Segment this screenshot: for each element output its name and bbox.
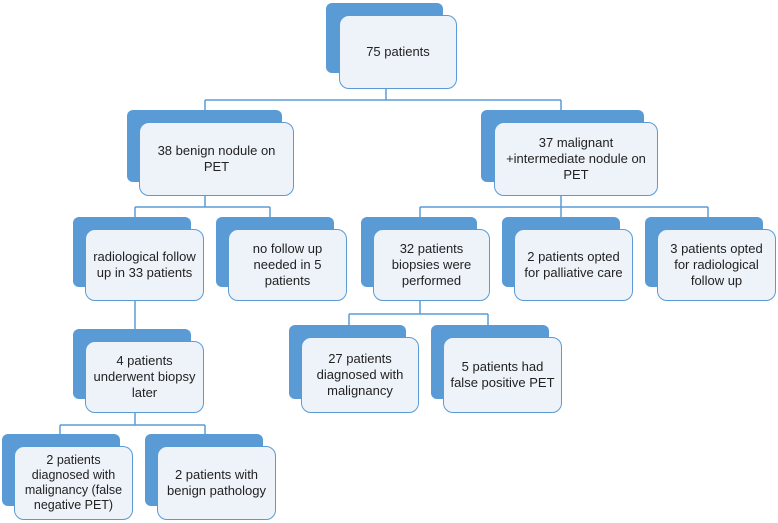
connector-malignant bbox=[419, 196, 709, 217]
node-malignant-label: 37 malignant +intermediate nodule on PET bbox=[494, 122, 658, 196]
node-benign-pathology-label: 2 patients with benign pathology bbox=[157, 446, 276, 520]
node-malignant: 37 malignant +intermediate nodule on PET bbox=[481, 110, 658, 196]
node-false-negative-label: 2 patients diagnosed with malignancy (fa… bbox=[14, 446, 133, 520]
node-false-positive: 5 patients had false positive PET bbox=[431, 325, 562, 413]
node-biopsy-later-label: 4 patients underwent biopsy later bbox=[85, 341, 204, 413]
node-radiological-follow-up: radiological follow up in 33 patients bbox=[73, 217, 204, 301]
node-benign-label: 38 benign nodule on PET bbox=[139, 122, 294, 196]
node-benign: 38 benign nodule on PET bbox=[127, 110, 294, 196]
node-biopsies-performed: 32 patients biopsies were performed bbox=[361, 217, 490, 301]
node-benign-pathology: 2 patients with benign pathology bbox=[145, 434, 276, 520]
node-diagnosed-malignancy-label: 27 patients diagnosed with malignancy bbox=[301, 337, 419, 413]
node-no-follow-up: no follow up needed in 5 patients bbox=[216, 217, 347, 301]
node-root: 75 patients bbox=[326, 3, 457, 89]
node-biopsies-performed-label: 32 patients biopsies were performed bbox=[373, 229, 490, 301]
node-palliative: 2 patients opted for palliative care bbox=[502, 217, 633, 301]
node-radiological-3-label: 3 patients opted for radiological follow… bbox=[657, 229, 776, 301]
node-root-label: 75 patients bbox=[339, 15, 457, 89]
node-no-follow-up-label: no follow up needed in 5 patients bbox=[228, 229, 347, 301]
node-false-negative: 2 patients diagnosed with malignancy (fa… bbox=[2, 434, 133, 520]
connector-benign bbox=[134, 196, 271, 217]
node-diagnosed-malignancy: 27 patients diagnosed with malignancy bbox=[289, 325, 419, 413]
node-radiological-follow-up-label: radiological follow up in 33 patients bbox=[85, 229, 204, 301]
connector-root bbox=[204, 88, 562, 112]
node-palliative-label: 2 patients opted for palliative care bbox=[514, 229, 633, 301]
connector-biopsy-later bbox=[59, 413, 206, 435]
node-biopsy-later: 4 patients underwent biopsy later bbox=[73, 329, 204, 413]
node-false-positive-label: 5 patients had false positive PET bbox=[443, 337, 562, 413]
node-radiological-3: 3 patients opted for radiological follow… bbox=[645, 217, 776, 301]
connector-biopsies bbox=[348, 300, 489, 325]
